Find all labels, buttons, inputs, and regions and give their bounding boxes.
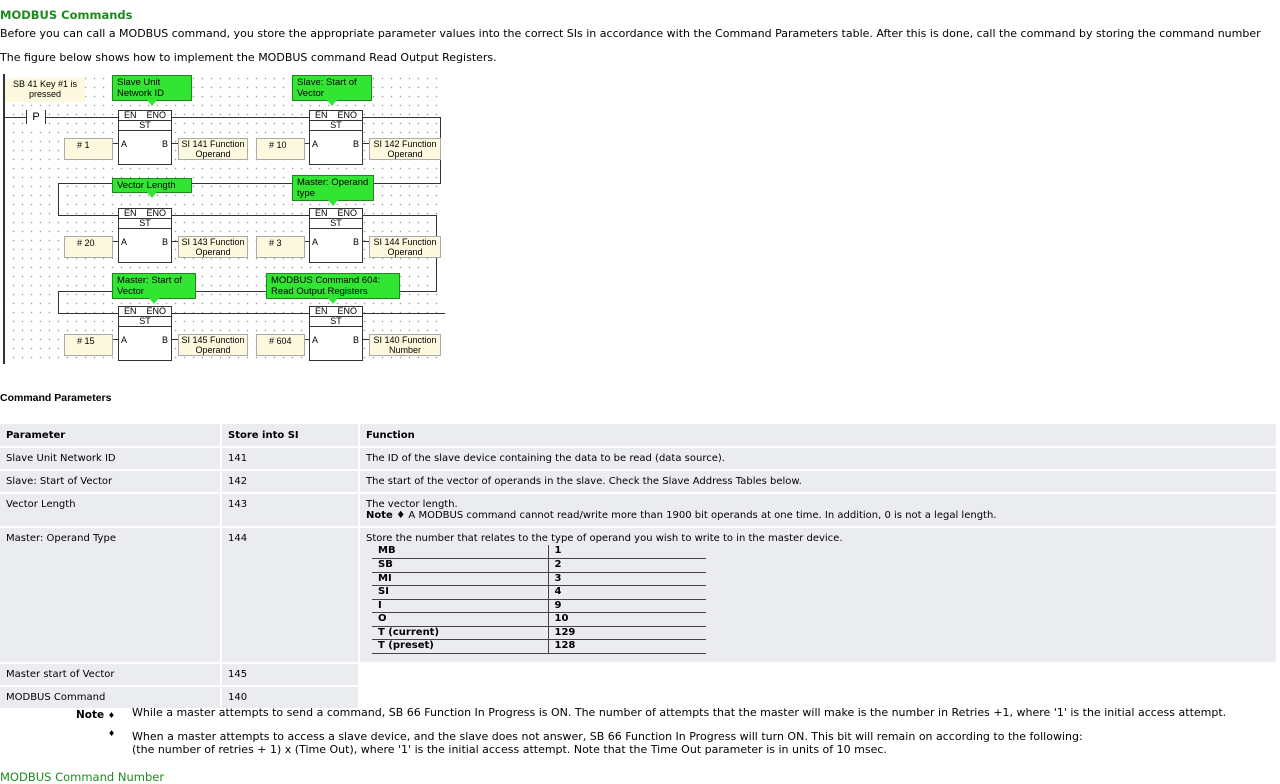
input-constant: # 10 bbox=[256, 138, 305, 160]
header-store-into-si: Store into SI bbox=[222, 424, 358, 446]
output-operand: SI 143 Function Operand bbox=[178, 236, 248, 258]
intro-paragraph: Before you can call a MODBUS command, yo… bbox=[0, 27, 1261, 40]
si-cell: 142 bbox=[222, 471, 358, 492]
si-cell: 143 bbox=[222, 494, 358, 526]
ladder-diagram: SB 41 Key #1 is pressed P Slave Unit Net… bbox=[0, 74, 445, 364]
next-section-heading: MODBUS Command Number bbox=[0, 770, 165, 784]
output-operand: SI 141 Function Operand bbox=[178, 138, 248, 160]
table-header-row: Parameter Store into SI Function bbox=[0, 424, 1276, 446]
si-cell: 144 bbox=[222, 528, 358, 662]
condition-label: SB 41 Key #1 is pressed bbox=[5, 78, 85, 102]
power-rail bbox=[3, 74, 5, 364]
param-cell: Master start of Vector bbox=[0, 663, 220, 685]
input-constant: # 20 bbox=[64, 236, 113, 258]
si-cell: 145 bbox=[222, 663, 358, 685]
output-operand: SI 142 Function Operand bbox=[369, 138, 441, 160]
callout-label: Slave: Start of Vector bbox=[292, 75, 372, 106]
function-cell: The start of the vector of operands in t… bbox=[360, 471, 1276, 492]
command-parameters-title: Command Parameters bbox=[0, 392, 112, 404]
figure-intro: The figure below shows how to implement … bbox=[0, 51, 497, 64]
note-item-1: While a master attempts to send a comman… bbox=[132, 706, 1227, 719]
note-label: Note ♦ bbox=[76, 709, 115, 721]
param-cell: Vector Length bbox=[0, 494, 220, 526]
param-cell: Master: Operand Type bbox=[0, 528, 220, 662]
function-cell: The vector length.Note ♦ A MODBUS comman… bbox=[360, 494, 1276, 526]
header-function: Function bbox=[360, 424, 1276, 446]
input-constant: # 1 bbox=[64, 138, 113, 160]
note-item-2-cont: (the number of retries + 1) x (Time Out)… bbox=[132, 743, 887, 756]
callout-label: Master: Start of Vector bbox=[112, 273, 196, 304]
note-label: Note ♦ bbox=[366, 510, 406, 521]
callout-label: MODBUS Command 604: Read Output Register… bbox=[266, 273, 400, 304]
param-cell: MODBUS Command bbox=[0, 686, 220, 708]
output-operand: SI 140 Function Number bbox=[369, 334, 441, 356]
input-constant: # 15 bbox=[64, 334, 113, 356]
function-text: The vector length. bbox=[366, 499, 458, 510]
page-heading: MODBUS Commands bbox=[0, 8, 133, 22]
callout-label: Vector Length bbox=[112, 178, 192, 198]
output-operand: SI 145 Function Operand bbox=[178, 334, 248, 356]
function-text: Store the number that relates to the typ… bbox=[366, 533, 843, 544]
note-item-2: When a master attempts to access a slave… bbox=[132, 730, 1083, 743]
input-constant: # 3 bbox=[256, 236, 305, 258]
command-parameters-table: Parameter Store into SI Function Slave U… bbox=[0, 422, 1278, 710]
header-parameter: Parameter bbox=[0, 424, 220, 446]
function-cell: Store the number that relates to the typ… bbox=[360, 528, 1276, 662]
callout-label: Slave Unit Network ID bbox=[112, 75, 192, 106]
positive-transition-contact: P bbox=[26, 110, 46, 124]
function-cell: The ID of the slave device containing th… bbox=[360, 448, 1276, 469]
output-operand: SI 144 Function Operand bbox=[369, 236, 441, 258]
si-cell: 141 bbox=[222, 448, 358, 469]
bullet-icon: ♦ bbox=[108, 729, 116, 738]
note-text: A MODBUS command cannot read/write more … bbox=[405, 510, 997, 521]
callout-label: Master: Operand type bbox=[292, 175, 374, 206]
param-cell: Slave: Start of Vector bbox=[0, 471, 220, 492]
input-constant: # 604 bbox=[256, 334, 305, 356]
si-cell: 140 bbox=[222, 686, 358, 708]
operand-type-row: T (preset)128 bbox=[372, 639, 706, 654]
param-cell: Slave Unit Network ID bbox=[0, 448, 220, 469]
operand-type-row: T (current)129 bbox=[372, 626, 706, 640]
